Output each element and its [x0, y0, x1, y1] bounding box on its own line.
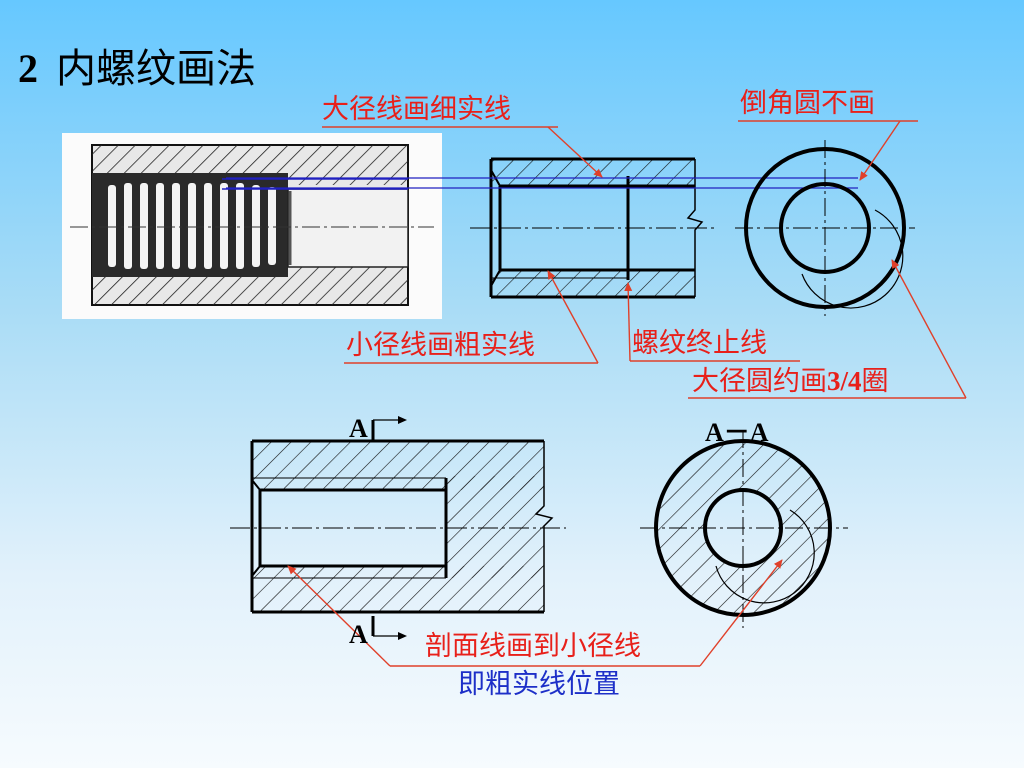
- top-end-view: [735, 140, 915, 316]
- label-major-circle-prefix: 大径圆约画: [692, 366, 827, 397]
- leader-lines: [287, 120, 967, 667]
- label-section-line-rule-2: 即粗实线位置: [458, 669, 620, 700]
- bottom-end-section: [640, 430, 848, 628]
- slide-title: 2 内螺纹画法: [18, 36, 256, 94]
- slide-title-text: 内螺纹画法: [56, 46, 256, 92]
- label-major-diameter-line: 大径线画细实线: [322, 94, 511, 125]
- bottom-section-view: [230, 416, 566, 640]
- label-section-line-rule: 剖面线画到小径线: [425, 631, 641, 662]
- label-minor-diameter-line: 小径线画粗实线: [346, 330, 535, 361]
- label-major-circle-suffix: 圈: [861, 366, 889, 397]
- section-mark-bottom: A: [349, 620, 368, 649]
- label-thread-end-line: 螺纹终止线: [632, 328, 767, 359]
- label-chamfer-circle: 倒角圆不画: [740, 88, 875, 119]
- section-view-title: A－A: [705, 418, 769, 447]
- label-major-circle-fraction: 3/4: [827, 366, 862, 396]
- label-major-circle: 大径圆约画3/4圈: [692, 364, 889, 399]
- slide-number: 2: [18, 46, 38, 91]
- top-section-view: [226, 157, 858, 299]
- section-mark-top: A: [349, 414, 368, 443]
